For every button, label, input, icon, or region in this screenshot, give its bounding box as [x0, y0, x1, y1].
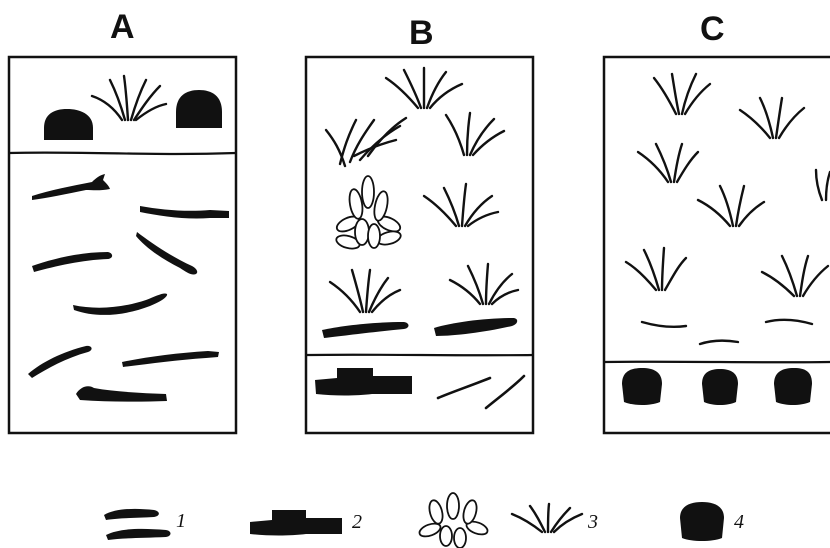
legend-item-1: 1 — [104, 509, 186, 540]
panel-a-log-1 — [32, 174, 110, 200]
panel-a-log-2 — [140, 206, 229, 219]
panel-a-log-8 — [76, 386, 167, 401]
panel-b-grass-left-lower — [330, 270, 400, 312]
panel-c-grass-5 — [626, 248, 686, 290]
panel-c-boulder-3 — [774, 368, 812, 405]
panel-b-thin-logs — [438, 376, 524, 408]
legend-item-3: 3 — [418, 493, 598, 548]
legend-number-4: 4 — [734, 511, 744, 533]
panel-b-grass-right-middle — [424, 184, 498, 226]
legend-item-4: 4 — [680, 502, 744, 541]
panel-c-label: C — [700, 10, 725, 48]
panel-b-divider — [306, 355, 533, 356]
panel-b-grass-crossed — [326, 118, 406, 166]
panel-b-grass-right-upper — [446, 113, 504, 155]
panel-c-grass-1 — [654, 74, 710, 114]
panel-b-label: B — [409, 14, 434, 52]
panel-c-grass-2 — [740, 98, 804, 138]
legend-number-2: 2 — [352, 511, 362, 533]
panel-a-log-6 — [28, 346, 92, 378]
panel-a-boulder-1 — [44, 109, 93, 140]
panel-a-boulder-2 — [176, 90, 222, 128]
panel-b-grass-right-lower — [450, 264, 518, 304]
panel-c-thin-logs — [642, 320, 812, 344]
panel-a-label: A — [110, 8, 135, 46]
legend-grass-icon — [512, 504, 582, 532]
legend-log-icon — [104, 509, 159, 520]
panel-a-log-3 — [136, 232, 197, 275]
panel-c-divider — [604, 362, 830, 363]
legend-boulder-icon — [680, 502, 724, 541]
panel-a-divider — [9, 153, 236, 154]
panel-b-grass-top — [386, 68, 462, 108]
panel-a-grass-tuft — [92, 76, 166, 120]
panel-c-grass-6 — [762, 256, 828, 296]
panel-c-grass-edge — [816, 170, 830, 200]
panel-b-leafy-plant — [335, 176, 403, 251]
panel-a-log-7 — [122, 351, 219, 367]
legend-number-1: 1 — [176, 510, 186, 532]
legend-stump-icon — [250, 510, 342, 536]
panel-a — [9, 57, 236, 433]
panel-b — [306, 57, 533, 433]
panel-c-grass-4 — [698, 186, 764, 226]
panel-c-boulder-2 — [702, 369, 738, 405]
legend-item-2: 2 — [250, 510, 362, 536]
panel-a-log-5 — [73, 293, 167, 314]
legend: 1 2 3 — [104, 493, 744, 548]
panel-b-log-2 — [434, 318, 517, 336]
legend-leafy-icon — [418, 493, 489, 548]
panel-c-grass-3 — [638, 144, 698, 182]
legend-log-icon-lower — [106, 529, 171, 540]
panel-b-log-1 — [322, 322, 409, 338]
panel-c — [604, 57, 830, 433]
panel-a-log-4 — [32, 252, 112, 272]
panel-b-stump — [315, 368, 412, 396]
legend-number-3: 3 — [587, 511, 598, 533]
panel-c-boulder-1 — [622, 368, 662, 405]
